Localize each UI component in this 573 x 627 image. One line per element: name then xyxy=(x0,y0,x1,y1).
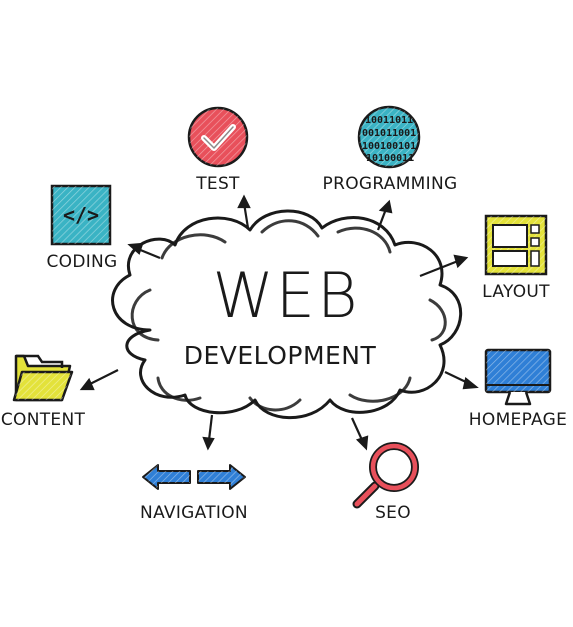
arrowhead-test xyxy=(237,194,251,209)
node-label-homepage: HOMEPAGE xyxy=(468,410,568,430)
svg-text:10100011: 10100011 xyxy=(366,153,414,164)
svg-text:</>: </> xyxy=(63,203,99,227)
arrowhead-content xyxy=(79,377,95,391)
node-label-layout: LAYOUT xyxy=(482,282,550,302)
node-label-test: TEST xyxy=(196,174,240,194)
arrow-homepage xyxy=(444,371,469,384)
monitor-icon xyxy=(484,348,552,406)
arrow-programming xyxy=(376,208,388,231)
binary-code-icon: 10011011 001011001 100100101 10100011 xyxy=(357,105,421,169)
arrowhead-programming xyxy=(378,199,393,214)
svg-text:001011001: 001011001 xyxy=(362,128,416,139)
arrow-content xyxy=(89,369,119,385)
node-label-coding: CODING xyxy=(46,252,118,272)
arrows-icon xyxy=(142,464,246,490)
arrow-layout xyxy=(419,259,459,278)
svg-text:10011011: 10011011 xyxy=(365,115,413,126)
magnifier-icon xyxy=(352,442,419,509)
diagram-title: WEB xyxy=(212,259,360,332)
svg-text:100100101: 100100101 xyxy=(362,141,416,152)
folder-icon xyxy=(12,354,74,402)
arrowhead-navigation xyxy=(202,436,215,451)
connector-arrows xyxy=(79,194,479,451)
arrowhead-seo xyxy=(355,435,369,451)
node-label-content: CONTENT xyxy=(0,410,86,430)
arrowhead-layout xyxy=(453,254,469,269)
diagram-subtitle: DEVELOPMENT xyxy=(183,341,377,370)
checkmark-icon xyxy=(187,106,249,168)
arrowhead-coding xyxy=(127,242,144,255)
arrow-navigation xyxy=(207,414,214,441)
node-label-navigation: NAVIGATION xyxy=(140,503,248,523)
arrow-coding xyxy=(137,247,161,260)
node-label-programming: PROGRAMMING xyxy=(322,174,458,194)
central-cloud xyxy=(111,209,463,420)
arrowhead-homepage xyxy=(462,377,479,390)
node-label-seo: SEO xyxy=(375,503,411,523)
arrow-seo xyxy=(350,417,364,441)
code-brackets-icon: </> xyxy=(50,184,112,246)
layout-icon xyxy=(484,214,548,276)
